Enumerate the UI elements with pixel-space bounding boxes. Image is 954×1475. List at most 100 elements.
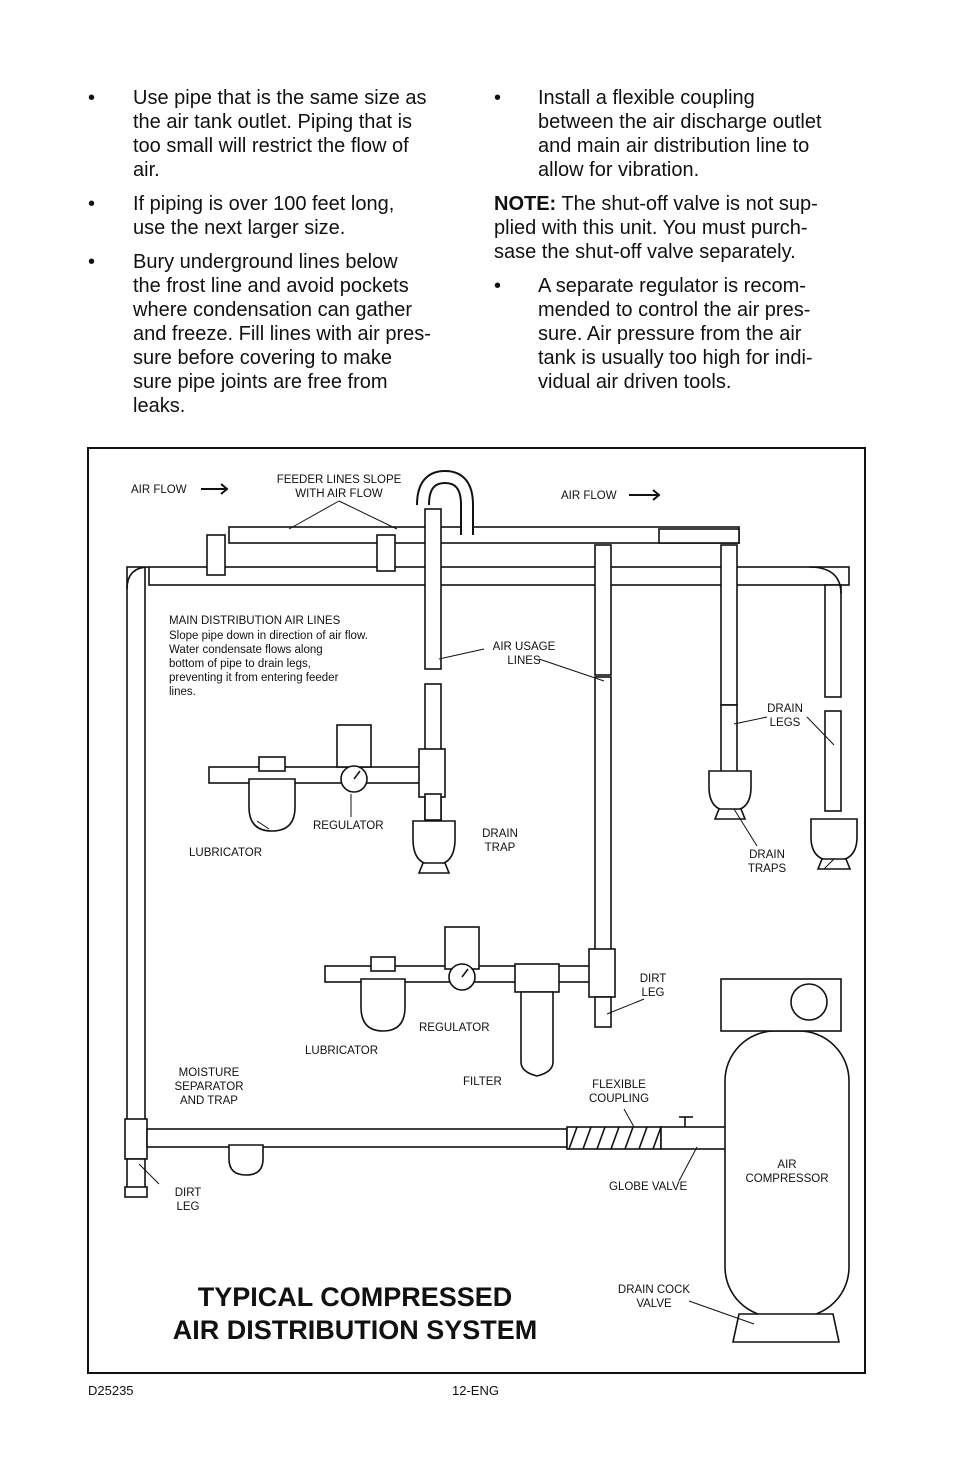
label-regulator-lower: REGULATOR: [419, 1022, 490, 1034]
leader-line: [538, 658, 605, 682]
note-text: The shut-off valve is not sup-: [556, 193, 818, 215]
branch-line-upper: [208, 766, 422, 784]
leader-line: [256, 820, 270, 830]
bullet-pipe-size: • Use pipe that is the same size as the …: [88, 86, 468, 182]
leader-line: [806, 716, 835, 746]
coupling-braid: [568, 1126, 662, 1150]
text-line: mended to control the air pres-: [538, 299, 811, 321]
bullet-symbol: •: [88, 193, 96, 215]
filter-head: [514, 963, 560, 993]
drain-leg-pipe: [824, 584, 842, 698]
drain-trap-base: [816, 858, 852, 870]
label-lubricator-lower: LUBRICATOR: [305, 1045, 379, 1057]
label-drain-cock-valve: DRAIN COCK VALVE: [617, 1284, 691, 1310]
bullet-symbol: •: [494, 275, 502, 297]
lubricator-bowl: [360, 978, 406, 1032]
text-line: A separate regulator is recom-: [538, 275, 806, 297]
air-usage-line: [594, 544, 612, 676]
text-line: between the air discharge outlet: [538, 111, 822, 133]
moisture-separator-bowl: [228, 1144, 264, 1176]
text-line: If piping is over 100 feet long,: [133, 193, 395, 215]
leader-line: [438, 648, 485, 660]
regulator-bonnet: [336, 724, 372, 768]
air-flow-arrow-right: [629, 489, 661, 501]
air-flow-arrow-left: [201, 483, 229, 495]
text-line: tank is usually too high for indi-: [538, 347, 813, 369]
compressor-main-line: [146, 1128, 568, 1148]
bullet-piping-length: • If piping is over 100 feet long, use t…: [88, 192, 468, 240]
leader-line: [623, 1108, 635, 1128]
text-line: vidual air driven tools.: [538, 371, 732, 393]
label-flexible-coupling: FLEXIBLE COUPLING: [588, 1079, 650, 1105]
drain-leg-pipe: [824, 710, 842, 812]
text-line: sase the shut-off valve separately.: [494, 241, 796, 263]
air-usage-line: [424, 508, 442, 670]
elbow-top-right: [808, 566, 842, 595]
label-moisture-separator: MOISTURE SEPARATOR AND TRAP: [174, 1067, 244, 1107]
bullet-separate-regulator: • A separate regulator is recom- mended …: [494, 274, 874, 394]
diagram-title: TYPICAL COMPRESSED AIR DISTRIBUTION SYST…: [172, 1282, 538, 1345]
text-line: where condensation can gather: [133, 299, 413, 321]
label-drain-legs: DRAIN LEGS: [767, 703, 803, 729]
bullet-underground-lines: • Bury underground lines below the frost…: [88, 250, 468, 418]
air-distribution-diagram: AIR FLOW FEEDER LINES SLOPE WITH AIR FLO…: [87, 447, 866, 1374]
text-line: allow for vibration.: [538, 159, 700, 181]
text-line: the frost line and avoid pockets: [133, 275, 409, 297]
drain-leg-pipe: [720, 704, 738, 776]
compressor-motor: [790, 983, 828, 1021]
leader-line: [733, 808, 758, 847]
bullet-symbol: •: [88, 87, 96, 109]
main-distribution-line: [148, 566, 850, 586]
drain-trap-base: [417, 862, 451, 874]
drain-trap-bowl: [810, 818, 858, 862]
bullet-symbol: •: [494, 87, 502, 109]
text-line: the air tank outlet. Piping that is: [133, 111, 413, 133]
leader-line: [138, 1163, 160, 1185]
label-air-usage-lines: AIR USAGE LINES: [492, 641, 556, 667]
leader-line: [823, 858, 835, 870]
page-number: 12-ENG: [452, 1383, 499, 1398]
text-line: leaks.: [133, 395, 186, 417]
main-riser-pipe: [126, 566, 146, 1138]
dirt-leg-left: [126, 1158, 146, 1190]
note-label: NOTE:: [494, 193, 557, 215]
document-code: D25235: [88, 1383, 134, 1398]
lubricator-head: [370, 956, 396, 972]
piping-drawing: [124, 469, 858, 1343]
leader-line: [288, 500, 340, 530]
feeder-pipe-segment: [658, 528, 740, 544]
label-dirt-leg-left: DIRT LEG: [174, 1187, 202, 1213]
label-feeder-lines: FEEDER LINES SLOPE WITH AIR FLOW: [276, 474, 402, 500]
text-line: sure before covering to make: [133, 347, 393, 369]
air-usage-line: [594, 676, 612, 988]
text-line: sure pipe joints are free from: [133, 371, 388, 393]
text-line: Bury underground lines below: [133, 251, 398, 273]
label-regulator-upper: REGULATOR: [313, 820, 384, 832]
flexible-coupling: [566, 1126, 662, 1150]
label-globe-valve: GLOBE VALVE: [609, 1181, 688, 1193]
dirt-leg-right: [594, 996, 612, 1028]
drain-pipe: [424, 793, 442, 821]
text-line: Use pipe that is the same size as: [133, 87, 427, 109]
globe-valve-body: [660, 1126, 728, 1150]
text-line: NOTE: The shut-off valve is not sup-: [494, 192, 874, 216]
text-line: use the next larger size.: [133, 217, 346, 239]
leader-line: [678, 1146, 698, 1182]
tee-fitting-left: [124, 1118, 148, 1160]
tee-fitting: [418, 748, 446, 798]
leader-line: [338, 500, 398, 530]
label-main-lines-desc: Slope pipe down in direction of air flow…: [169, 630, 368, 698]
leader-line: [688, 1300, 755, 1325]
label-air-compressor: AIR COMPRESSOR: [745, 1159, 829, 1185]
feeder-drop: [206, 534, 226, 576]
note-shutoff-valve: NOTE: The shut-off valve is not sup- pli…: [494, 192, 874, 264]
label-air-flow-left: AIR FLOW: [131, 484, 187, 496]
drain-trap-base: [713, 808, 747, 820]
gauge-needle: [461, 968, 469, 978]
feeder-drop: [376, 534, 396, 572]
gooseneck-fill: [418, 471, 472, 535]
text-line: air.: [133, 159, 160, 181]
regulator-bonnet: [444, 926, 480, 970]
label-dirt-leg-right: DIRT LEG: [639, 973, 667, 999]
filter-bowl: [520, 991, 554, 1077]
